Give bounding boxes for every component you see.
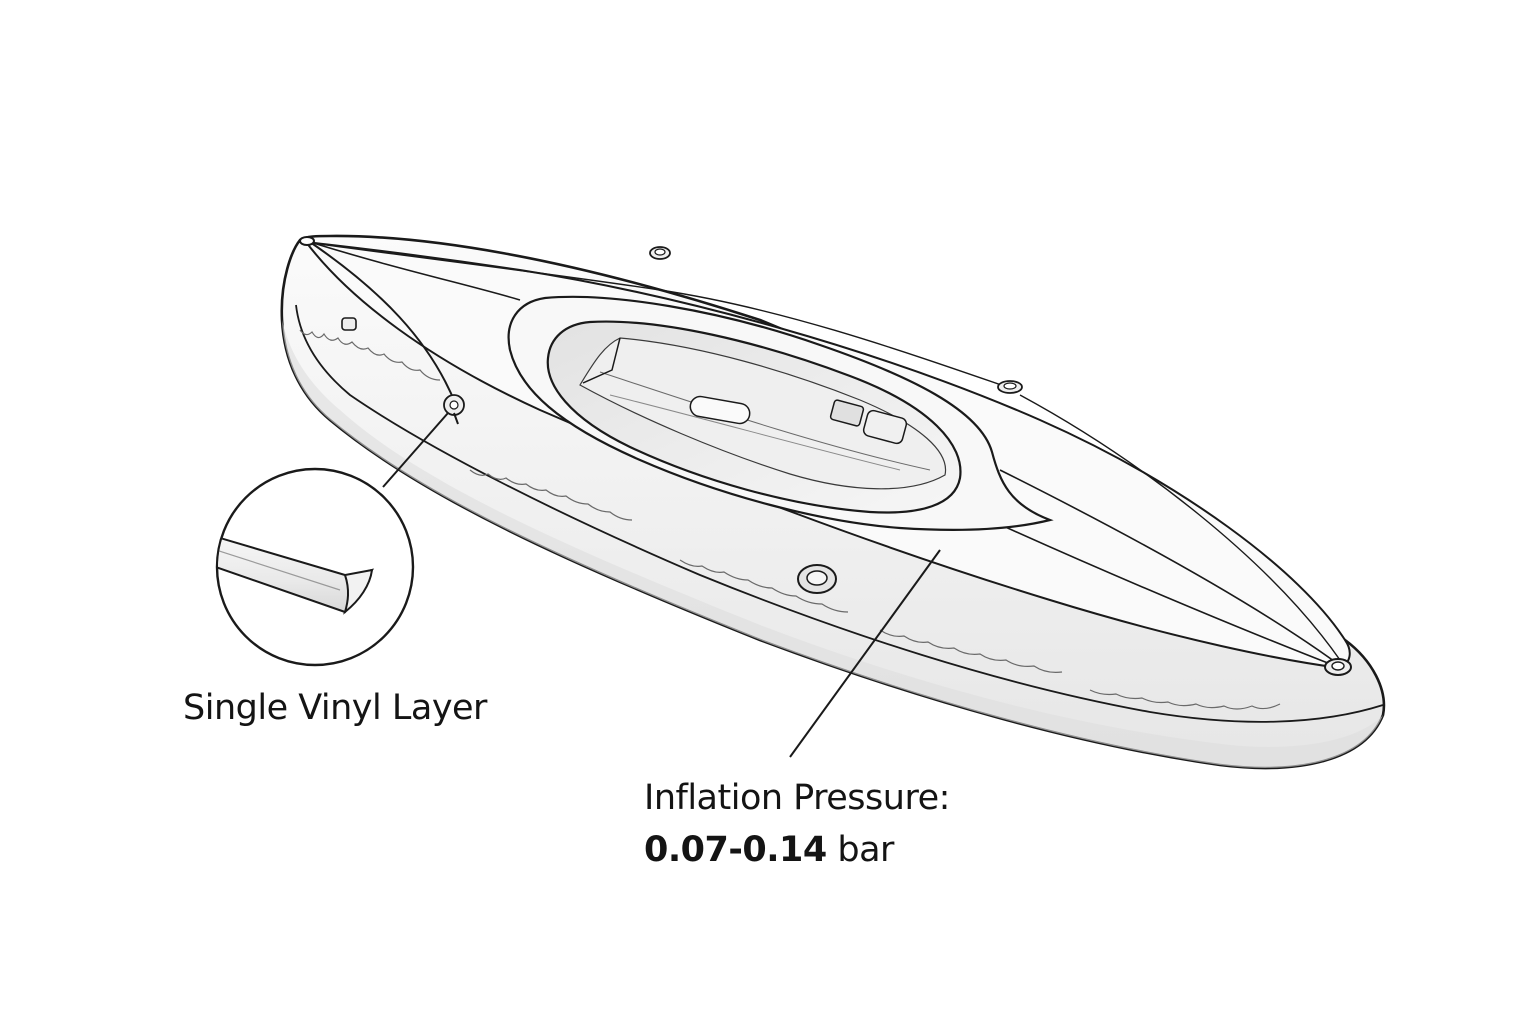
stern-ring [1325, 659, 1351, 675]
vinyl-layer-label: Single Vinyl Layer [183, 688, 487, 728]
pressure-unit: bar [827, 830, 894, 870]
inflation-valve [798, 565, 836, 593]
bow-ring [300, 237, 314, 245]
deck-valve-front [650, 247, 670, 259]
inflation-pressure-label: Inflation Pressure: [644, 778, 950, 818]
inflation-pressure-value: 0.07-0.14 bar [644, 830, 894, 870]
side-clip [342, 318, 356, 330]
deck-valve-rear [998, 381, 1022, 393]
pressure-number: 0.07-0.14 [644, 830, 827, 870]
